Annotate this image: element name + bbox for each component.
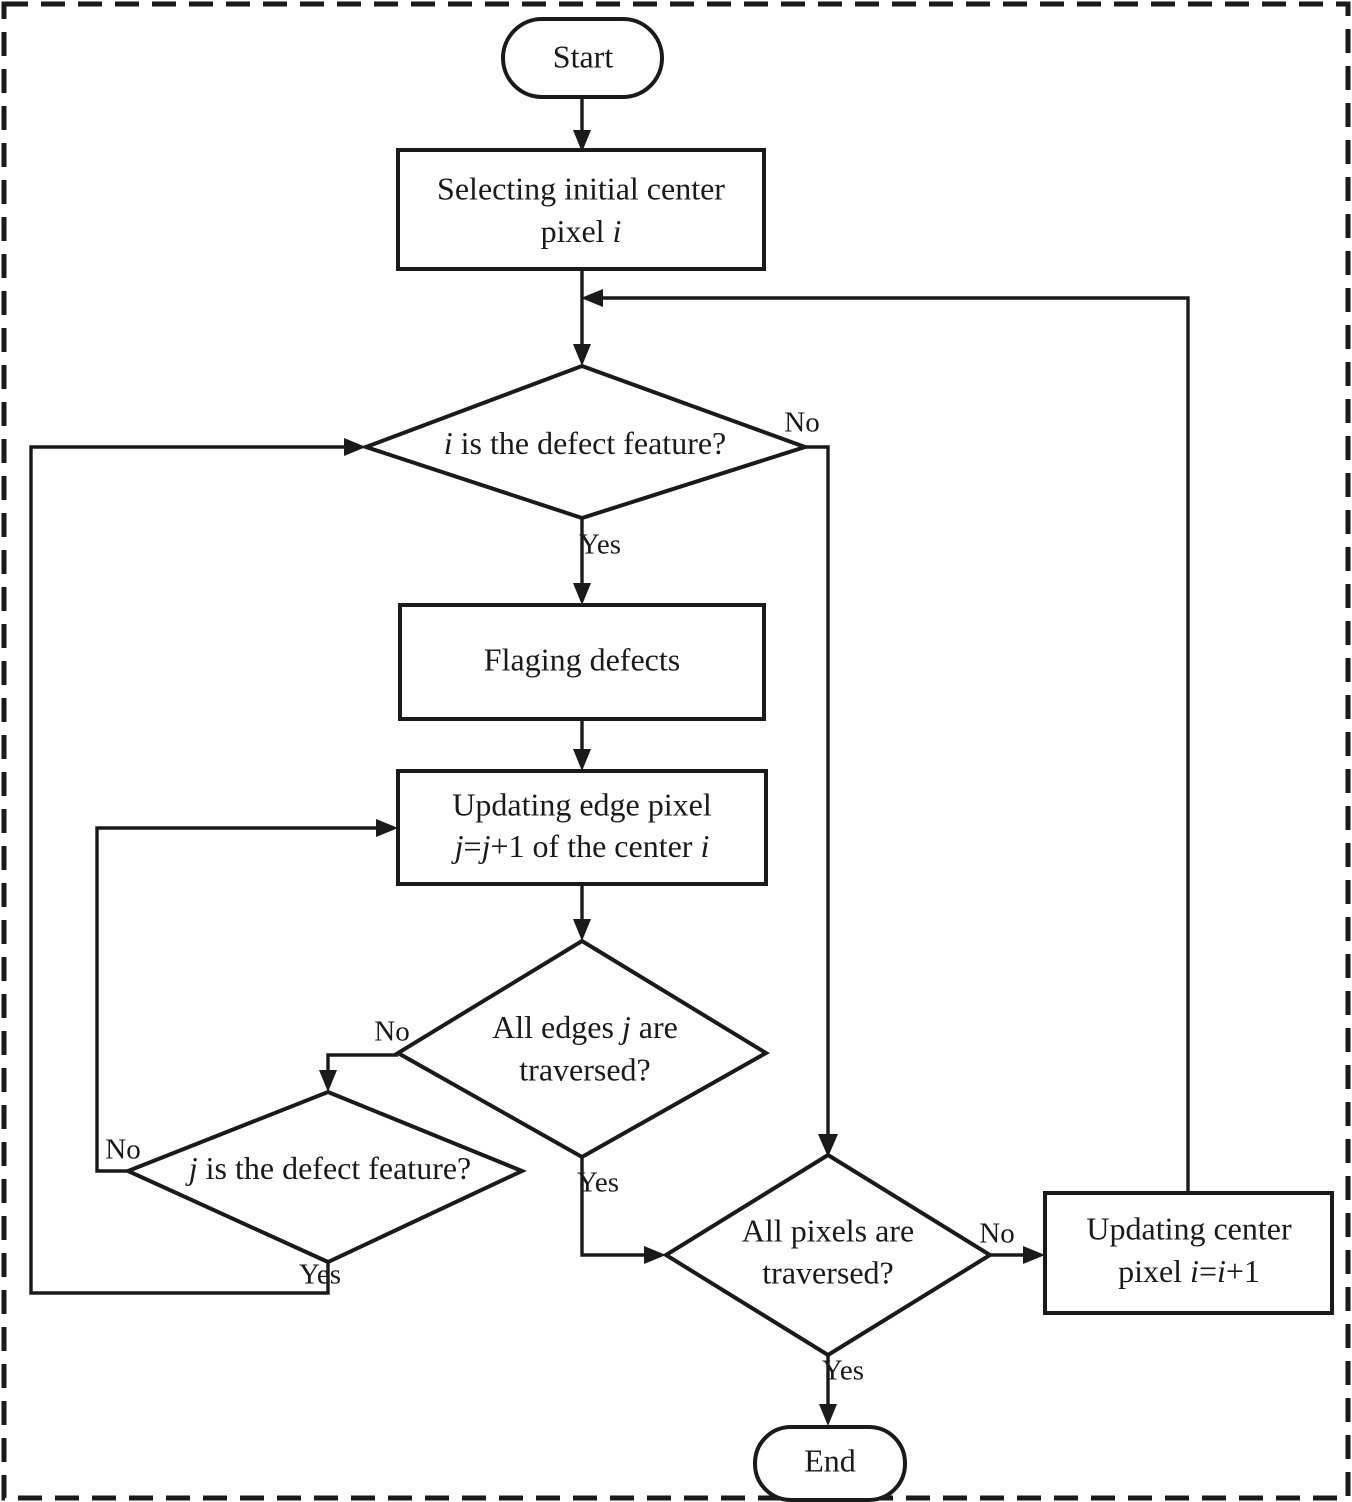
arrowhead-decide-pixels-no xyxy=(1023,1246,1045,1264)
end-terminator-shape xyxy=(753,1425,907,1502)
arrowhead-start-to-select xyxy=(573,130,591,152)
flag-defects-label: Flaging defects xyxy=(484,641,680,677)
select-center-process-shape xyxy=(396,148,766,271)
decide-all-edges-label-line2: traversed? xyxy=(519,1051,650,1087)
update-edge-label-line2: j=j+1 of the center i xyxy=(451,828,710,864)
start-terminator-shape xyxy=(501,17,664,99)
arrowhead-decide-j-yes xyxy=(344,438,366,456)
arrowhead-decide-edges-yes xyxy=(644,1246,666,1264)
decide-all-pixels-decision-shape xyxy=(662,1152,994,1358)
decide-all-pixels-label-line1: All pixels are xyxy=(742,1212,914,1248)
node-decision-j-is-defect-feature[interactable]: j is the defect feature? xyxy=(122,1089,527,1265)
node-decision-all-edges-traversed[interactable]: All edges j are traversed? xyxy=(394,938,770,1160)
label-decide-pixels-no: No xyxy=(979,1218,1014,1250)
label-decide-i-no: No xyxy=(784,407,819,439)
select-center-label-line2: pixel i xyxy=(541,213,622,249)
decide-j-label: j is the defect feature? xyxy=(185,1150,472,1186)
connectors xyxy=(29,97,1190,1426)
arrowhead-decide-pixels-yes xyxy=(819,1404,837,1426)
update-edge-process-shape xyxy=(396,769,768,886)
label-decide-pixels-yes: Yes xyxy=(822,1355,864,1387)
edge-decide-edges-yes xyxy=(580,1157,650,1257)
node-updating-edge-pixel[interactable]: Updating edge pixel j=j+1 of the center … xyxy=(396,769,768,886)
arrowhead-flag-to-update-edge xyxy=(573,749,591,771)
node-start[interactable]: Start xyxy=(501,17,664,99)
decide-i-decision-shape xyxy=(359,363,812,521)
label-decide-edges-yes: Yes xyxy=(577,1167,619,1199)
label-decide-i-yes: Yes xyxy=(579,529,621,561)
edge-decide-edges-no xyxy=(326,1053,398,1080)
start-label: Start xyxy=(553,38,614,74)
edge-decide-i-no xyxy=(805,445,830,1145)
decide-all-edges-label-line1: All edges j are xyxy=(492,1009,678,1045)
arrowhead-decide-j-no xyxy=(376,819,398,837)
edge-labels: No Yes No Yes No Yes No Yes xyxy=(105,407,1014,1387)
edge-decide-j-yes xyxy=(29,445,349,1295)
decide-i-label: i is the defect feature? xyxy=(444,425,727,461)
select-center-label-line1: Selecting initial center xyxy=(437,170,725,206)
update-edge-label-line1: Updating edge pixel xyxy=(452,786,712,822)
node-updating-center-pixel[interactable]: Updating center pixel i=i+1 xyxy=(1043,1191,1334,1315)
label-decide-j-no: No xyxy=(105,1134,140,1166)
arrowhead-select-to-decide-i xyxy=(573,344,591,366)
node-decision-all-pixels-traversed[interactable]: All pixels are traversed? xyxy=(662,1152,994,1358)
arrowhead-update-center-return xyxy=(581,289,603,307)
node-flaging-defects[interactable]: Flaging defects xyxy=(398,603,766,721)
arrowhead-decide-i-no xyxy=(818,1134,838,1157)
label-decide-edges-no: No xyxy=(374,1016,409,1048)
update-center-label-line2: pixel i=i+1 xyxy=(1118,1253,1260,1289)
arrowhead-update-edge-to-decide-edges xyxy=(573,919,591,941)
update-center-process-shape xyxy=(1043,1191,1334,1315)
update-center-label-line1: Updating center xyxy=(1086,1210,1292,1246)
edge-decide-j-no xyxy=(95,826,382,1173)
decide-j-decision-shape xyxy=(122,1089,527,1265)
decide-all-edges-decision-shape xyxy=(394,938,770,1160)
label-decide-j-yes: Yes xyxy=(299,1259,341,1291)
edge-update-center-return xyxy=(598,296,1190,1193)
decide-all-pixels-label-line2: traversed? xyxy=(762,1254,893,1290)
node-end[interactable]: End xyxy=(753,1425,907,1502)
node-select-initial-center-pixel[interactable]: Selecting initial center pixel i xyxy=(396,148,766,271)
flag-defects-process-shape xyxy=(398,603,766,721)
arrowhead-decide-edges-no xyxy=(319,1070,337,1092)
arrowhead-decide-i-yes xyxy=(573,583,591,605)
node-decision-i-is-defect-feature[interactable]: i is the defect feature? xyxy=(359,363,812,521)
end-label: End xyxy=(804,1442,856,1478)
